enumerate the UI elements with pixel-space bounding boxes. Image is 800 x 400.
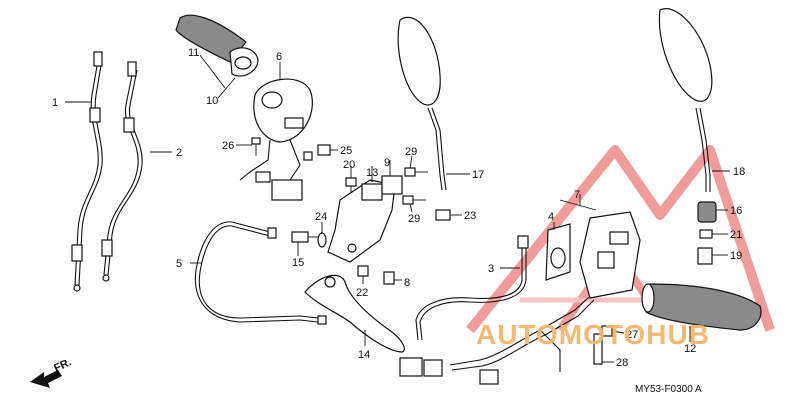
wire-harness [399, 295, 595, 385]
callout-21: 21 [730, 229, 742, 241]
mirror-left [397, 17, 447, 191]
watermark-text: AUTOMOTOHUB [476, 319, 710, 350]
callout-6: 6 [276, 51, 282, 63]
callout-29-upper: 29 [405, 146, 417, 158]
callout-4: 4 [548, 211, 554, 223]
callout-7: 7 [574, 189, 580, 201]
throttle-grip [175, 14, 259, 77]
callout-5: 5 [176, 258, 182, 270]
callout-26: 26 [222, 140, 234, 152]
callout-29-lower: 29 [408, 213, 420, 225]
switch-housing-left [545, 211, 641, 299]
bolt-28 [593, 333, 603, 365]
adjuster-15 [291, 231, 318, 243]
screw-26 [251, 137, 261, 156]
washer-21 [699, 229, 713, 239]
callout-1: 1 [52, 97, 58, 109]
switch-8 [383, 271, 395, 285]
nut-23 [435, 209, 451, 221]
choke-cable-3 [415, 235, 529, 341]
callout-14: 14 [358, 349, 370, 361]
callout-8: 8 [404, 277, 410, 289]
callout-3: 3 [488, 263, 494, 275]
front-arrow: FR. [30, 356, 73, 388]
callout-18: 18 [733, 166, 745, 178]
callout-2: 2 [176, 147, 182, 159]
callout-11: 11 [188, 47, 199, 59]
callout-28: 28 [616, 357, 628, 369]
washer-24 [317, 232, 327, 248]
callout-15: 15 [292, 257, 304, 269]
bolt-19 [697, 247, 713, 265]
grip-end-16 [697, 201, 717, 223]
clip-25 [303, 144, 331, 161]
callout-10: 10 [206, 95, 218, 107]
bolt-29-lower [402, 195, 426, 205]
throttle-cable-1 [71, 51, 103, 292]
callout-22: 22 [356, 287, 368, 299]
switch-housing-right [239, 78, 313, 201]
diagram-code: MY53-F0300 A [635, 384, 702, 395]
callout-9: 9 [384, 157, 390, 169]
handle-grip-12 [641, 283, 762, 331]
callout-27: 27 [626, 329, 638, 341]
callout-23: 23 [464, 210, 476, 222]
bolt-22 [357, 265, 369, 284]
callout-16: 16 [730, 205, 742, 217]
throttle-cable-2 [101, 61, 143, 282]
callout-25: 25 [340, 145, 352, 157]
callout-12: 12 [684, 343, 696, 355]
callout-17: 17 [472, 169, 484, 181]
callout-24: 24 [315, 211, 327, 223]
lever-14 [304, 274, 405, 353]
callout-13: 13 [366, 167, 378, 179]
clutch-cable-5 [194, 221, 327, 325]
callout-20: 20 [343, 159, 355, 171]
front-label: FR. [52, 356, 73, 374]
mirror-right [658, 8, 713, 192]
bolt-29-upper [404, 167, 428, 177]
callout-19: 19 [730, 250, 742, 262]
lever-bracket [327, 175, 403, 263]
